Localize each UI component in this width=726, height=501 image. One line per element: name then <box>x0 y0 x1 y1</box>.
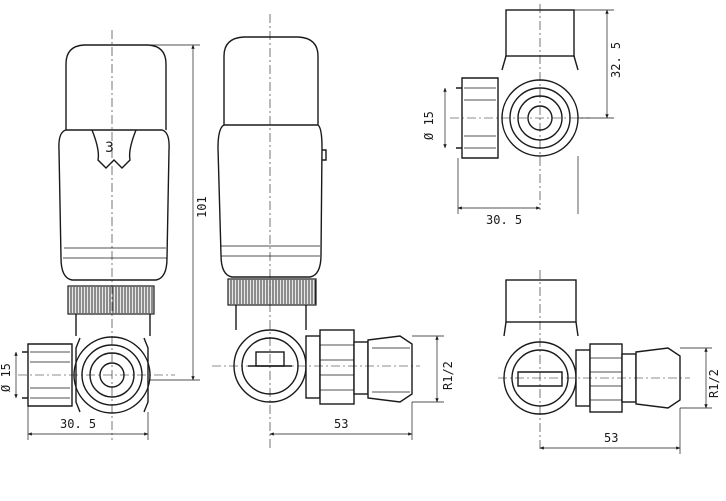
side-view-no-head <box>498 270 690 452</box>
side-view-with-head <box>212 14 420 448</box>
dim-label-length-mid: 53 <box>334 417 348 431</box>
collar-knurl-side <box>230 280 316 304</box>
dim-label-length-bottom: 53 <box>604 431 618 445</box>
dim-label-width-front: 30. 5 <box>60 417 96 431</box>
dim-label-head-height: 101 <box>195 196 209 218</box>
dim-label-pipe-diameter-front: Ø 15 <box>0 363 13 392</box>
top-view-no-head <box>450 4 590 210</box>
front-view-with-head: 3 <box>18 30 175 440</box>
dim-label-thread-bottom: R1/2 <box>707 369 721 398</box>
dim-label-width-top: 30. 5 <box>486 213 522 227</box>
collar-knurl-front <box>70 287 153 313</box>
head-setting-number: 3 <box>105 140 114 156</box>
dimension-lines <box>14 9 712 454</box>
dim-label-pipe-diameter-top: Ø 15 <box>422 111 436 140</box>
dim-label-height-top: 32. 5 <box>609 42 623 78</box>
dim-label-thread-mid: R1/2 <box>441 361 455 390</box>
